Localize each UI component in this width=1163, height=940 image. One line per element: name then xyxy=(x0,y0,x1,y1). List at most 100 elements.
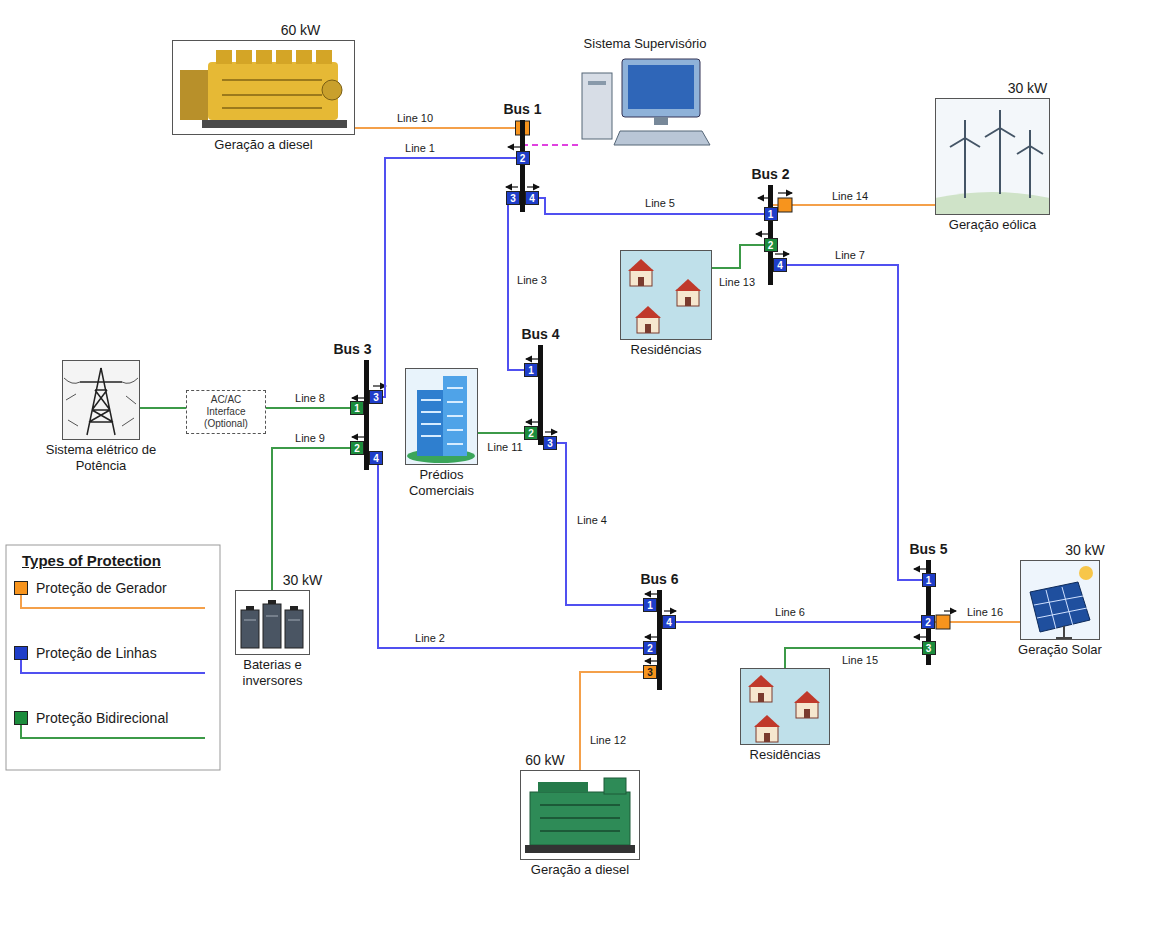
drawing-part xyxy=(244,616,300,620)
drawing-part xyxy=(80,368,122,435)
connector xyxy=(543,443,657,605)
legend-frame xyxy=(6,545,220,770)
connector xyxy=(355,127,520,129)
power-rating: 30 kW xyxy=(1065,542,1105,558)
legend-entry: Proteção Bidirecional xyxy=(14,710,168,726)
protection-number: 2 xyxy=(921,615,935,629)
protection-number: 3 xyxy=(922,641,936,655)
drawing-part xyxy=(775,253,789,254)
connector xyxy=(773,265,926,580)
node-label: Geração Solar xyxy=(1018,642,1102,658)
drawing-part xyxy=(405,368,478,465)
legend-label: Proteção de Linhas xyxy=(36,645,157,661)
drawing-part xyxy=(944,610,956,611)
node-label: Geração eólica xyxy=(949,217,1036,233)
connector xyxy=(140,407,186,409)
node-label: Geração a diesel xyxy=(214,137,312,153)
line-name: Line 4 xyxy=(575,514,609,527)
drawing-part xyxy=(950,110,1043,198)
drawing-part xyxy=(645,636,657,637)
equipment-frame: 30 kWGeração eólica xyxy=(935,98,1050,215)
drawing-part xyxy=(622,59,700,117)
drawing-part xyxy=(236,50,252,64)
generator-protection-square xyxy=(936,615,950,629)
drawing-part xyxy=(526,358,538,359)
drawing-part xyxy=(530,792,630,845)
drawing-part xyxy=(582,73,612,139)
equipment-frame: 60 kWGeração a diesel xyxy=(520,770,640,860)
drawing-part xyxy=(290,606,298,610)
protection-number: 3 xyxy=(506,191,520,205)
drawing-part xyxy=(520,770,640,860)
drawing-part xyxy=(352,397,364,398)
drawing-part xyxy=(914,636,926,637)
protection-number: 2 xyxy=(643,641,657,655)
drawing-part xyxy=(645,660,657,661)
legend-line-sample xyxy=(21,659,205,673)
drawing-part xyxy=(506,186,518,187)
legend-swatch xyxy=(14,646,28,660)
legend-entry: Proteção de Gerador xyxy=(14,580,167,596)
drawing-part xyxy=(1017,130,1043,198)
houses-picture xyxy=(620,250,712,340)
drawing-part xyxy=(588,81,606,85)
line-name: Line 2 xyxy=(413,632,447,645)
legend-line-sample xyxy=(21,594,205,608)
batteries-picture xyxy=(235,590,310,655)
equipment-frame: 60 kWGeração a diesel xyxy=(172,40,355,135)
bus-name: Bus 6 xyxy=(640,571,678,587)
line-name: Line 13 xyxy=(717,276,757,289)
drawing-part xyxy=(628,65,694,109)
drawing-part xyxy=(604,778,626,794)
protection-number: 3 xyxy=(643,665,657,679)
protection-number: 1 xyxy=(524,363,538,377)
connector xyxy=(785,648,926,668)
power-tower-picture xyxy=(62,360,140,440)
houses-picture xyxy=(740,668,830,745)
drawing-part xyxy=(754,715,780,742)
solar-panel-picture xyxy=(1020,560,1100,640)
drawing-part xyxy=(545,431,557,432)
bus-bar: Bus 4 xyxy=(538,345,543,445)
line-name: Line 14 xyxy=(830,190,870,203)
bus-name: Bus 1 xyxy=(503,101,541,117)
drawing-part xyxy=(322,80,342,100)
protection-number: 1 xyxy=(764,207,778,221)
drawing-part xyxy=(794,691,820,718)
drawing-part xyxy=(675,279,701,306)
drawing-part xyxy=(241,610,259,648)
bus-name: Bus 5 xyxy=(909,541,947,557)
drawing-part xyxy=(985,110,1015,194)
line-name: Line 6 xyxy=(773,606,807,619)
computer-picture xyxy=(582,59,710,145)
drawing-part xyxy=(664,610,676,611)
node-label: Prédios Comerciais xyxy=(397,467,487,499)
drawing-part xyxy=(740,668,830,745)
node-label: Sistema Supervisório xyxy=(584,36,707,52)
power-rating: 60 kW xyxy=(281,22,321,38)
drawing-part xyxy=(64,378,138,426)
equipment-frame: 30 kWGeração Solar xyxy=(1020,560,1100,640)
drawing-part xyxy=(222,80,322,108)
connector xyxy=(773,204,935,206)
drawing-part xyxy=(1056,626,1072,638)
drawing-part xyxy=(620,250,712,340)
drawing-part xyxy=(208,62,338,120)
protection-number: 2 xyxy=(764,238,778,252)
protection-number: 2 xyxy=(524,426,538,440)
line-name: Line 12 xyxy=(588,734,628,747)
node-label: Residências xyxy=(750,747,821,763)
drawing-part xyxy=(285,610,303,648)
node-label: Baterias e inversores xyxy=(223,657,323,689)
equipment-frame: Residências xyxy=(620,250,712,340)
drawing-part xyxy=(538,782,588,792)
connector xyxy=(369,158,520,397)
node-label: Residências xyxy=(631,342,702,358)
direction-arrows xyxy=(352,147,956,661)
legend-swatch xyxy=(14,581,28,595)
